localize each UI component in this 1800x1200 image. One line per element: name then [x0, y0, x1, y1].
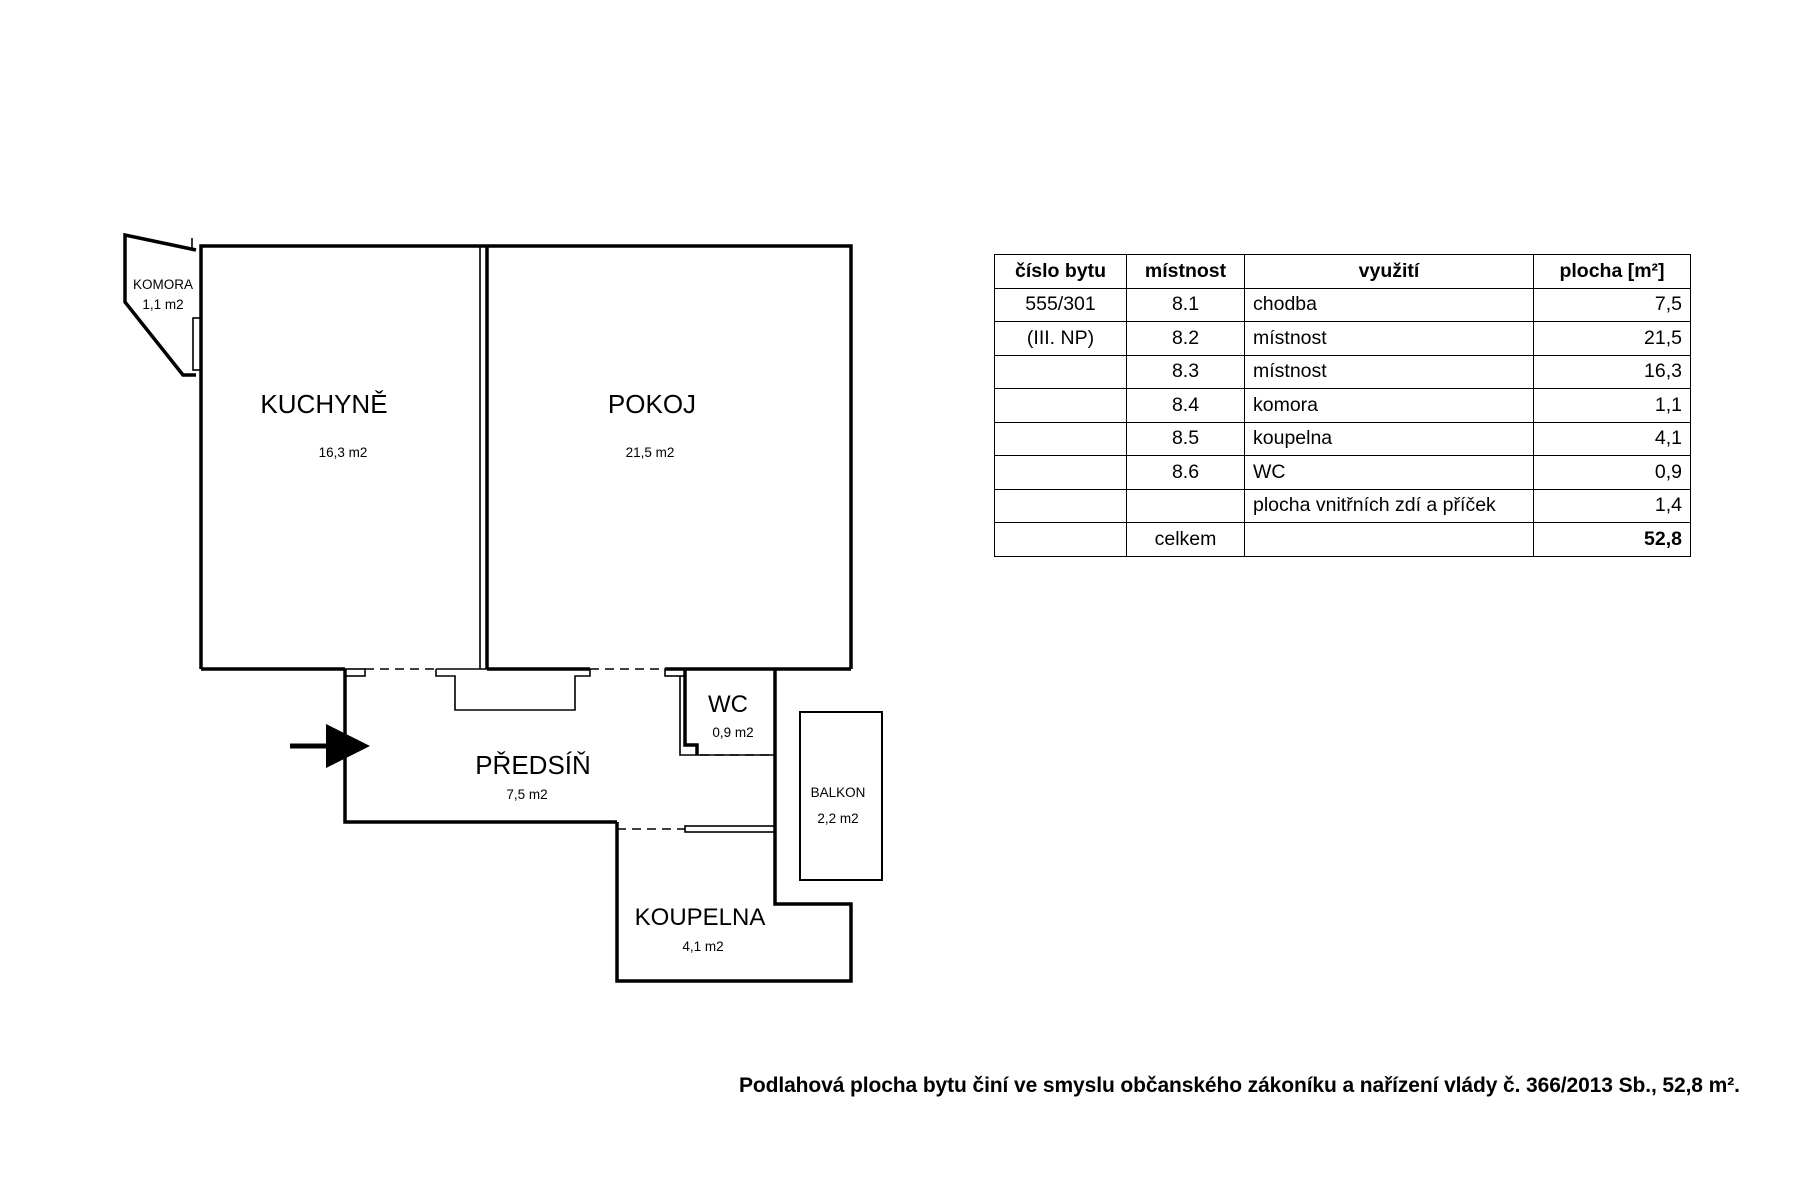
- cell-cislo-bytu: [994, 488, 1127, 523]
- room-balkon-name: BALKON: [811, 785, 866, 800]
- cell-cislo-bytu: [994, 421, 1127, 456]
- room-predsin-area: 7,5 m2: [506, 787, 547, 802]
- table-row: plocha vnitřních zdí a příček 1,4: [994, 488, 1691, 523]
- header-mistnost: místnost: [1126, 254, 1245, 289]
- cell-cislo-bytu: (III. NP): [994, 321, 1127, 356]
- cell-cislo-bytu: [994, 388, 1127, 423]
- cell-celkem-value: 52,8: [1533, 522, 1691, 557]
- room-pokoj-name: POKOJ: [608, 389, 696, 419]
- cell-mistnost: 8.2: [1126, 321, 1245, 356]
- cell-cislo-bytu: 555/301: [994, 287, 1127, 322]
- table-row: 555/301 8.1 chodba 7,5: [994, 287, 1691, 322]
- room-komora: KOMORA 1,1 m2: [123, 232, 202, 377]
- table-row: 8.3 místnost 16,3: [994, 354, 1691, 389]
- cell-cislo-bytu: [994, 522, 1127, 557]
- cell-cislo-bytu: [994, 354, 1127, 389]
- cell-celkem-label: celkem: [1126, 522, 1245, 557]
- cell-mistnost: 8.5: [1126, 421, 1245, 456]
- floor-area-footnote: Podlahová plocha bytu činí ve smyslu obč…: [739, 1074, 1740, 1097]
- arrow-right-icon: [290, 724, 370, 768]
- cell-vyuziti: WC: [1244, 455, 1534, 490]
- room-predsin: PŘEDSÍŇ 7,5 m2: [343, 669, 777, 900]
- table-row: (III. NP) 8.2 místnost 21,5: [994, 321, 1691, 356]
- table-total-row: celkem 52,8: [994, 522, 1691, 557]
- cell-plocha: 1,4: [1533, 488, 1691, 523]
- cell-mistnost: 8.3: [1126, 354, 1245, 389]
- cell-vyuziti: plocha vnitřních zdí a příček: [1244, 488, 1534, 523]
- table-row: 8.6 WC 0,9: [994, 455, 1691, 490]
- cell-plocha: 21,5: [1533, 321, 1691, 356]
- room-predsin-name: PŘEDSÍŇ: [475, 750, 591, 780]
- room-wc-name: WC: [708, 691, 748, 718]
- room-balkon-area: 2,2 m2: [817, 811, 858, 826]
- cell-plocha: 16,3: [1533, 354, 1691, 389]
- room-komora-area: 1,1 m2: [142, 297, 183, 312]
- room-kuchyne-area: 16,3 m2: [319, 445, 368, 460]
- cell-vyuziti: místnost: [1244, 321, 1534, 356]
- cell-mistnost: 8.1: [1126, 287, 1245, 322]
- cell-cislo-bytu: [994, 455, 1127, 490]
- cell-plocha: 0,9: [1533, 455, 1691, 490]
- header-plocha: plocha [m²]: [1533, 254, 1691, 289]
- cell-plocha: 4,1: [1533, 421, 1691, 456]
- room-komora-name: KOMORA: [133, 277, 193, 292]
- room-pokoj-area: 21,5 m2: [626, 445, 675, 460]
- cell-plocha: 7,5: [1533, 287, 1691, 322]
- room-kuchyne: KUCHYNĚ 16,3 m2: [260, 389, 387, 460]
- room-koupelna-area: 4,1 m2: [682, 939, 723, 954]
- room-wc: WC 0,9 m2: [679, 669, 775, 756]
- header-vyuziti: využití: [1244, 254, 1534, 289]
- cell-vyuziti: místnost: [1244, 354, 1534, 389]
- area-table: číslo bytu místnost využití plocha [m²] …: [994, 254, 1691, 557]
- room-pokoj: POKOJ 21,5 m2: [608, 389, 696, 460]
- upper-block: [199, 244, 853, 671]
- room-wc-area: 0,9 m2: [712, 725, 753, 740]
- cell-vyuziti: chodba: [1244, 287, 1534, 322]
- hall-niche: [435, 669, 591, 711]
- cell-plocha: 1,1: [1533, 388, 1691, 423]
- cell-vyuziti: koupelna: [1244, 421, 1534, 456]
- room-balkon: BALKON 2,2 m2: [799, 711, 883, 881]
- room-koupelna: KOUPELNA 4,1 m2: [615, 822, 853, 983]
- cell-mistnost: [1126, 488, 1245, 523]
- cell-mistnost: 8.6: [1126, 455, 1245, 490]
- table-header-row: číslo bytu místnost využití plocha [m²]: [994, 254, 1691, 289]
- cell-mistnost: 8.4: [1126, 388, 1245, 423]
- table-row: 8.5 koupelna 4,1: [994, 421, 1691, 456]
- room-kuchyne-name: KUCHYNĚ: [260, 389, 387, 419]
- room-koupelna-name: KOUPELNA: [635, 904, 766, 931]
- cell-vyuziti: komora: [1244, 388, 1534, 423]
- table-row: 8.4 komora 1,1: [994, 388, 1691, 423]
- floor-plan: KOMORA 1,1 m2 KUCHYNĚ 16,3 m2 POKOJ 21,5…: [123, 232, 883, 983]
- header-cislo-bytu: číslo bytu: [994, 254, 1127, 289]
- cell-vyuziti: [1244, 522, 1534, 557]
